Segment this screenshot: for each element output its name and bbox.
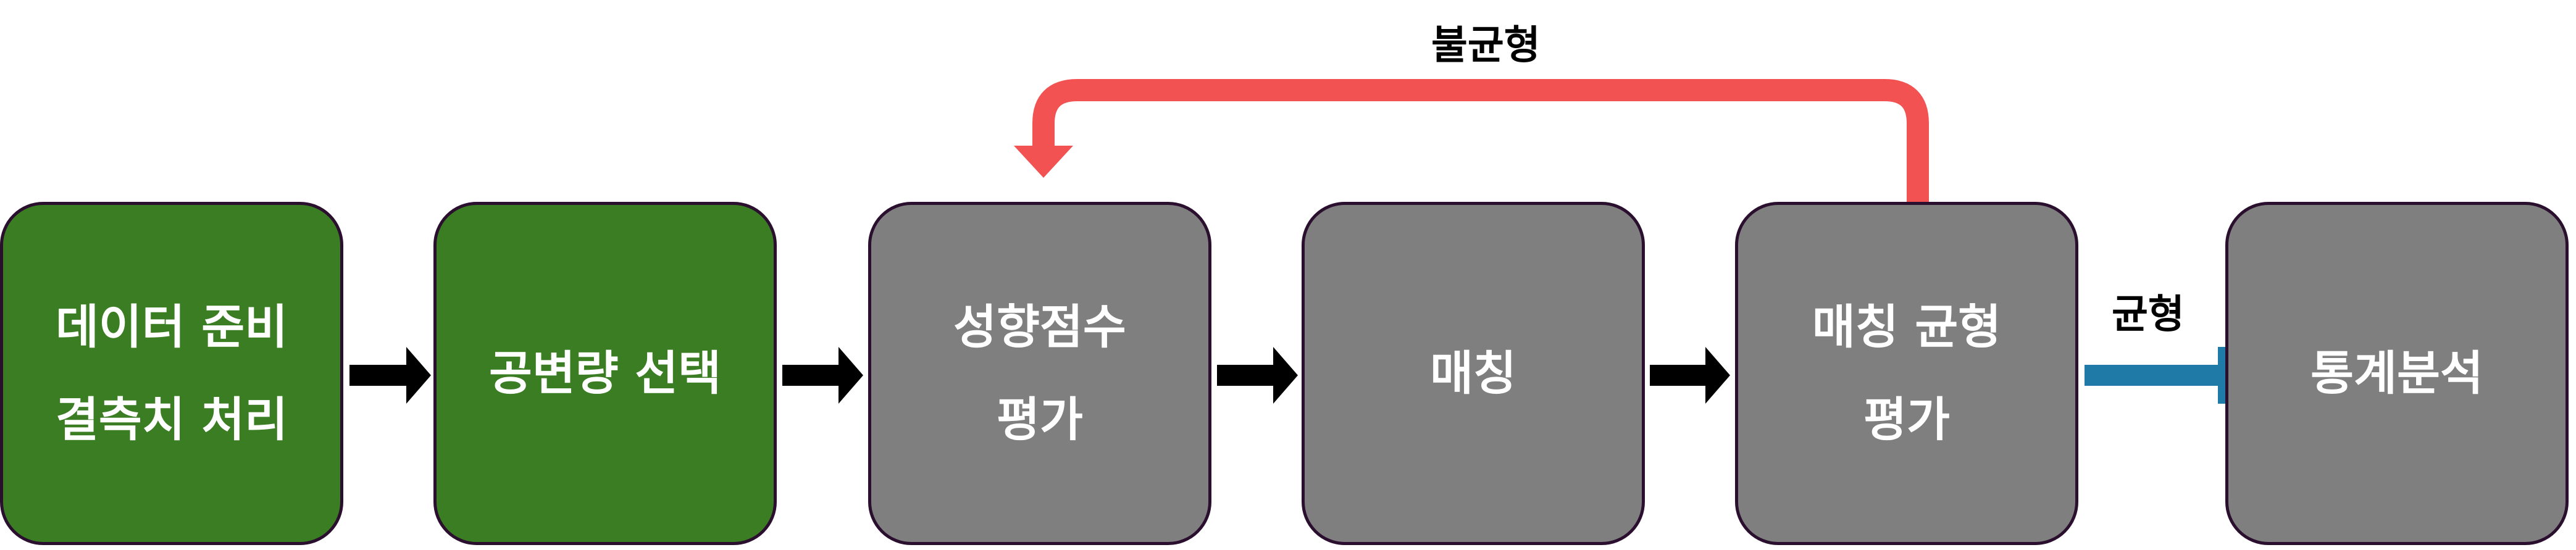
node-matching: 매칭 — [1302, 202, 1645, 545]
node-propensity-score-line-2: 평가 — [997, 392, 1083, 447]
unbalanced-feedback-arrow — [1014, 79, 1929, 202]
node-balance-eval-line-1: 매칭 균형 — [1812, 299, 2002, 354]
flow-arrow-1 — [349, 347, 431, 404]
flow-arrow-2 — [782, 347, 863, 404]
unbalanced-label: 불균형 — [1431, 23, 1541, 69]
node-propensity-score-line-1: 성향점수 — [953, 299, 1126, 354]
node-data-prep-line-1: 데이터 준비 — [55, 299, 288, 354]
node-data-prep: 데이터 준비 결측치 처리 — [0, 202, 343, 545]
node-covariate-select: 공변량 선택 — [433, 202, 777, 545]
node-balance-eval: 매칭 균형 평가 — [1735, 202, 2078, 545]
node-covariate-select-line-1: 공변량 선택 — [488, 346, 722, 401]
flow-arrow-4 — [1650, 347, 1730, 404]
node-stat-analysis-line-1: 통계분석 — [2310, 346, 2483, 401]
balanced-label: 균형 — [2112, 292, 2185, 338]
flow-arrow-3 — [1217, 347, 1298, 404]
node-data-prep-line-2: 결측치 처리 — [55, 392, 288, 447]
node-balance-eval-line-2: 평가 — [1863, 392, 1950, 447]
node-propensity-score: 성향점수 평가 — [868, 202, 1211, 545]
balanced-arrow — [2085, 347, 2227, 404]
node-stat-analysis: 통계분석 — [2225, 202, 2569, 545]
node-matching-line-1: 매칭 — [1430, 346, 1516, 401]
